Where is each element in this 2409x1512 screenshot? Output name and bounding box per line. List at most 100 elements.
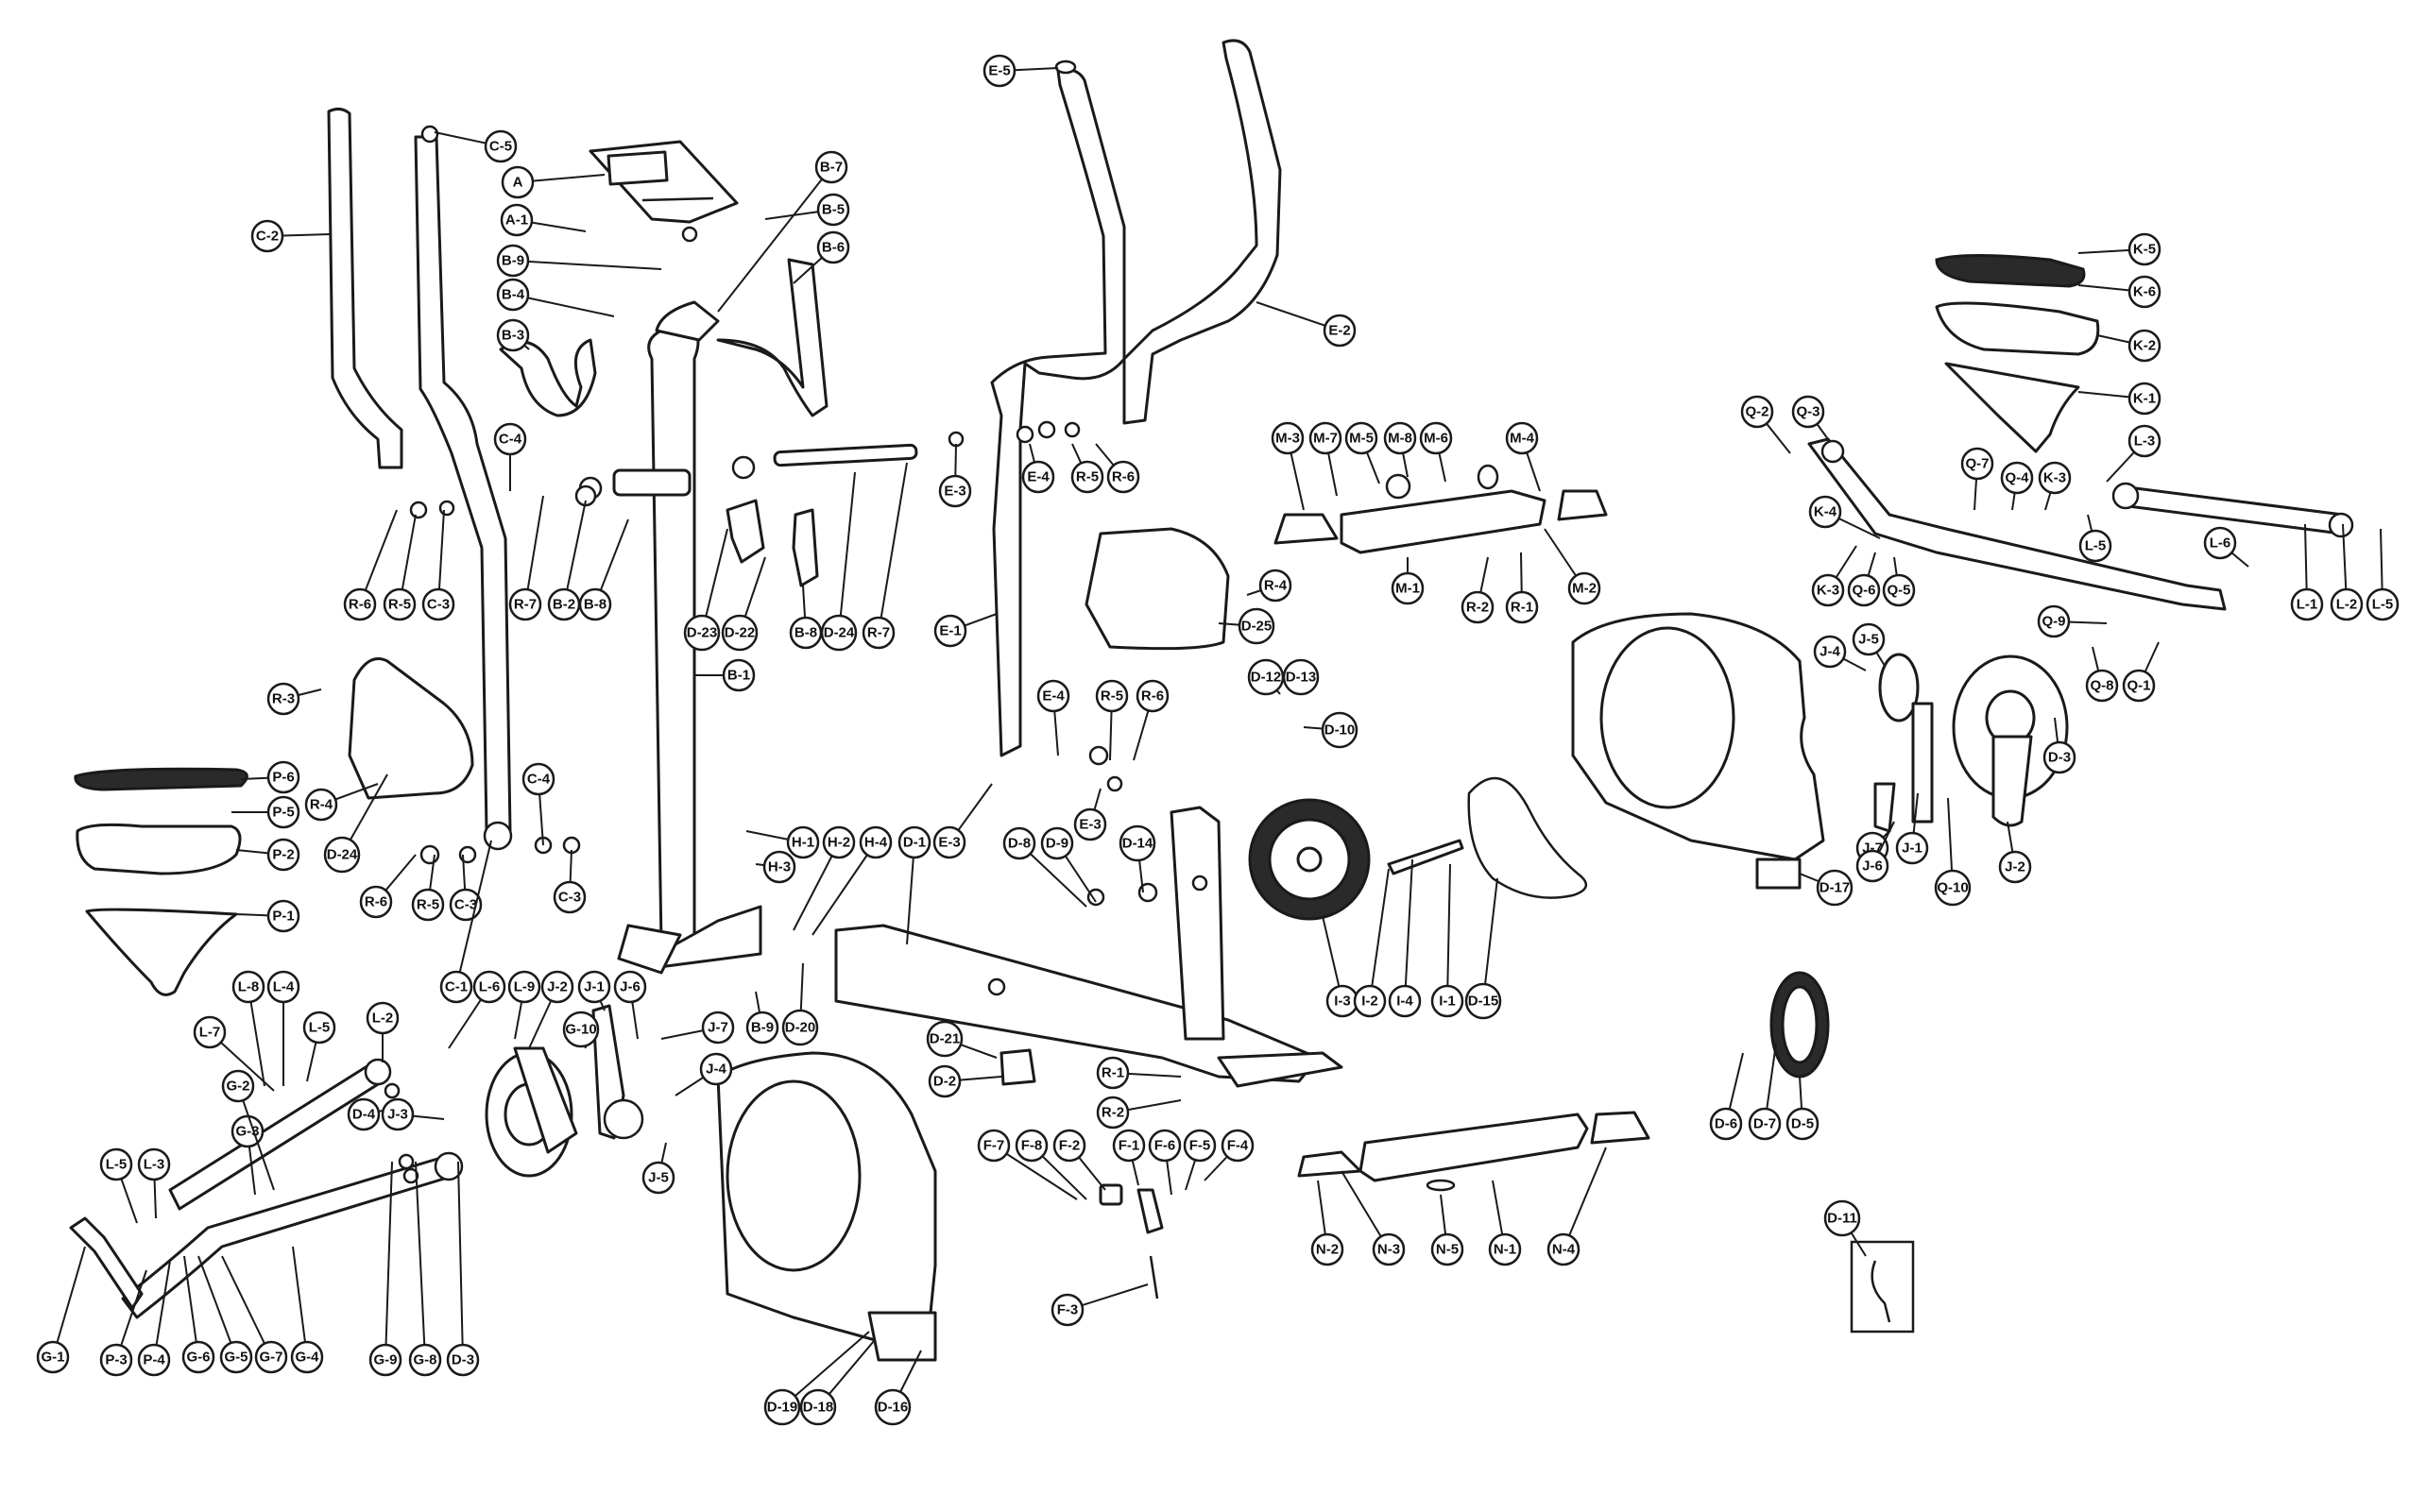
callout-label: F-8 <box>1021 1138 1043 1154</box>
callout-label: G-6 <box>186 1350 210 1366</box>
callout-p-5: P-5 <box>231 795 300 829</box>
callout-label: N-5 <box>1436 1242 1459 1258</box>
callout-circle <box>439 970 473 1004</box>
callout-label: J-6 <box>620 979 641 995</box>
callout-circle <box>1998 850 2032 884</box>
callout-circle <box>928 1064 962 1098</box>
callout-i-4: I-4 <box>1388 858 1422 1018</box>
crank-pulley-j2 <box>485 1046 578 1178</box>
callout-b-8-b: B-8 <box>789 585 823 650</box>
leader-line <box>1563 1147 1607 1250</box>
callout-label: D-13 <box>1286 670 1317 686</box>
callout-label: D-1 <box>903 835 926 851</box>
leader-line <box>781 1331 870 1408</box>
callout-f-6: F-6 <box>1148 1129 1182 1196</box>
callout-label: D-4 <box>352 1107 376 1123</box>
callout-label: C-4 <box>527 772 551 788</box>
callout-label: M-7 <box>1313 431 1338 447</box>
leader-line <box>812 841 877 936</box>
callout-c-4-b: C-4 <box>521 762 555 846</box>
callout-l-7: L-7 <box>193 1015 275 1092</box>
callout-q-4: Q-4 <box>2000 461 2034 511</box>
callout-r-1-a: R-1 <box>1505 552 1539 624</box>
callout-circle <box>540 970 574 1004</box>
callout-circle <box>2330 587 2364 621</box>
callout-label: D-10 <box>1324 722 1356 739</box>
callout-b-9-b: B-9 <box>745 991 779 1045</box>
callout-e-3-b: E-3 <box>1073 788 1107 841</box>
callout-label: R-1 <box>1102 1065 1124 1081</box>
callout-j-5-b: J-5 <box>641 1142 675 1195</box>
callout-r-2-b: R-2 <box>1096 1096 1182 1130</box>
callout-r-5-a: R-5 <box>383 514 417 621</box>
callout-h-1: H-1 <box>745 825 820 859</box>
callout-h-2: H-2 <box>793 825 856 931</box>
callout-l-2-a: L-2 <box>2330 523 2364 621</box>
callout-label: Q-4 <box>2005 470 2029 486</box>
callout-circle <box>347 1097 381 1131</box>
callout-circle <box>1816 869 1854 907</box>
callout-circle <box>932 825 966 859</box>
callout-b-6: B-6 <box>793 230 850 284</box>
callout-r-4-b: R-4 <box>304 783 379 822</box>
callout-c-3-a: C-3 <box>421 509 455 621</box>
callout-label: D-24 <box>327 847 358 863</box>
callout-label: D-19 <box>767 1400 798 1416</box>
callout-j-1-a: J-1 <box>1895 792 1929 865</box>
callout-label: E-3 <box>938 835 960 851</box>
callout-label: N-4 <box>1552 1242 1576 1258</box>
callout-r-5-d: R-5 <box>411 854 445 922</box>
callout-n-1: N-1 <box>1488 1180 1522 1266</box>
callout-d-24-b: D-24 <box>323 773 388 874</box>
callout-circle <box>266 760 300 794</box>
callout-l-4: L-4 <box>266 970 300 1086</box>
right-shroud-d25 <box>1085 527 1230 651</box>
callout-g-1: G-1 <box>36 1246 86 1374</box>
callout-circle <box>2037 604 2071 638</box>
callout-label: E-2 <box>1328 323 1350 339</box>
callout-label: L-7 <box>199 1025 221 1041</box>
callout-label: C-5 <box>489 139 512 155</box>
callout-n-3: N-3 <box>1341 1170 1406 1266</box>
callout-circle <box>1709 1107 1743 1141</box>
callout-d-24-a: D-24 <box>820 471 858 652</box>
callout-label: M-3 <box>1275 431 1300 447</box>
leader-line <box>197 1255 237 1358</box>
callout-label: K-3 <box>1817 583 1839 599</box>
callout-j-4-a: J-4 <box>1813 635 1867 671</box>
callout-label: P-3 <box>105 1352 127 1368</box>
callout-circle <box>2038 461 2072 495</box>
callout-d-21: D-21 <box>926 1020 998 1059</box>
callout-label: Q-9 <box>2042 614 2065 630</box>
callout-r-1-b: R-1 <box>1096 1056 1182 1090</box>
callout-label: G-3 <box>235 1124 259 1140</box>
callout-f-7: F-7 <box>977 1129 1078 1200</box>
right-pedal-body-k2 <box>1935 301 2100 356</box>
callout-q-10: Q-10 <box>1934 797 1972 907</box>
callout-p-6: P-6 <box>240 760 300 794</box>
callout-circle <box>501 165 535 199</box>
callout-circle <box>701 1011 735 1045</box>
callout-b-9: B-9 <box>496 244 662 278</box>
callout-label: G-4 <box>295 1350 319 1366</box>
callout-label: L-5 <box>2372 597 2394 613</box>
callout-label: B-9 <box>751 1020 774 1036</box>
callout-label: E-1 <box>939 623 961 639</box>
callout-label: R-2 <box>1466 600 1489 616</box>
callout-label: C-3 <box>558 890 581 906</box>
leader-line <box>1369 868 1390 1002</box>
callout-circle <box>1323 314 1357 348</box>
callout-label: R-4 <box>1264 578 1288 594</box>
callout-r-7-b: R-7 <box>862 462 908 650</box>
callout-e-2: E-2 <box>1256 301 1357 348</box>
callout-circle <box>1310 1232 1344 1266</box>
callout-label: K-2 <box>2133 338 2156 354</box>
leader-line <box>183 1255 199 1358</box>
callout-circle <box>1183 1129 1217 1163</box>
callout-circle <box>383 587 417 621</box>
callout-f-8: F-8 <box>1015 1129 1087 1200</box>
callout-e-4-a: E-4 <box>1021 443 1055 494</box>
callout-k-4: K-4 <box>1808 495 1881 539</box>
callout-label: E-3 <box>944 484 965 500</box>
callout-label: D-24 <box>824 625 855 641</box>
